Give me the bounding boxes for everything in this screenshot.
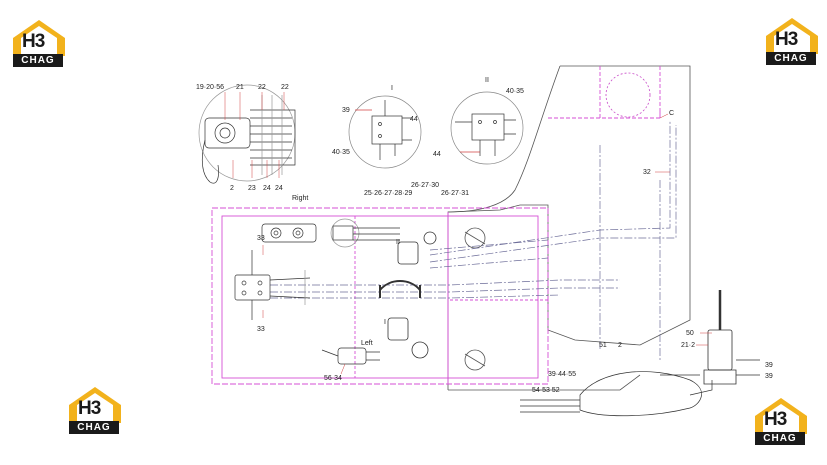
watermark-mark: H3: [22, 31, 45, 52]
label-50: 50: [686, 330, 694, 337]
right-switch-bracket: [261, 223, 317, 243]
label-21-2: 21·2: [681, 342, 695, 349]
label-26-31: 26·27·31: [441, 190, 469, 197]
watermark-logo-bottom-right: H3 CHAG: [752, 396, 810, 448]
detail-I-valve: [348, 95, 422, 169]
callout-22a: 22: [258, 84, 266, 91]
watermark-mark: H3: [764, 409, 787, 430]
label-26-30: 26·27·30: [411, 182, 439, 189]
callout-22b: 22: [281, 84, 289, 91]
detail-I-40-35: 40·35: [332, 149, 350, 156]
callout-labels: 19·20·56 21 22 22 2 23 24 24 I II 39 44 …: [196, 77, 773, 394]
house-roof-icon: [755, 398, 807, 434]
detail-II-valve: [450, 91, 524, 165]
detail-II-title: II: [485, 77, 489, 84]
label-2: 2: [618, 342, 622, 349]
label-33b: 33: [257, 326, 265, 333]
watermark-brand: CHAG: [766, 52, 816, 65]
watermark-logo-bottom-left: H3 CHAG: [66, 385, 124, 437]
watermark-brand: CHAG: [755, 432, 805, 445]
detail-I-44: 44: [410, 116, 418, 123]
watermark-brand: CHAG: [13, 54, 63, 67]
machine-outline: [447, 65, 691, 391]
joystick-assembly: [660, 290, 760, 385]
label-right: Right: [292, 195, 308, 202]
label-39a: 39: [765, 362, 773, 369]
detail-I-title: I: [391, 85, 393, 92]
house-roof-icon: [766, 18, 818, 54]
callout-23: 23: [248, 185, 256, 192]
label-39-44-55: 39·44·55: [548, 371, 576, 378]
label-II-mid: II: [396, 239, 400, 246]
distribution-block: [234, 250, 311, 320]
callout-24a: 24: [263, 185, 271, 192]
label-c: C: [669, 110, 674, 117]
watermark-mark: H3: [78, 398, 101, 419]
callout-2: 2: [230, 185, 234, 192]
hose-bundle: [520, 371, 713, 417]
house-roof-icon: [69, 387, 121, 423]
label-33a: 33: [257, 235, 265, 242]
watermark-logo-top-right: H3 CHAG: [763, 16, 821, 68]
callout-21: 21: [236, 84, 244, 91]
house-roof-icon: [13, 20, 65, 56]
label-I-mid: I: [384, 319, 386, 326]
frame-lines: [211, 66, 661, 385]
hose-routes: [270, 120, 677, 360]
watermark-brand: CHAG: [69, 421, 119, 434]
callout-19-20-56: 19·20·56: [196, 84, 224, 91]
label-51: 51: [599, 342, 607, 349]
centre-cylinders: [379, 231, 437, 359]
detail-II-44: 44: [433, 151, 441, 158]
detail-I-39: 39: [342, 107, 350, 114]
leader-lines: [224, 92, 712, 375]
label-56-34: 56·34: [324, 375, 342, 382]
label-25-29: 25·26·27·28·29: [364, 190, 412, 197]
callout-24b: 24: [275, 185, 283, 192]
watermark-logo-top-left: H3 CHAG: [10, 18, 68, 70]
label-54-53-52: 54·53 52: [532, 387, 560, 394]
label-32: 32: [643, 169, 651, 176]
detail-II-40-35: 40·35: [506, 88, 524, 95]
label-39b: 39: [765, 373, 773, 380]
watermark-mark: H3: [775, 29, 798, 50]
lever-valve-detail: [198, 84, 296, 184]
left-lever: [321, 347, 380, 365]
label-left: Left: [361, 340, 373, 347]
upper-brake-valve: [330, 218, 400, 248]
